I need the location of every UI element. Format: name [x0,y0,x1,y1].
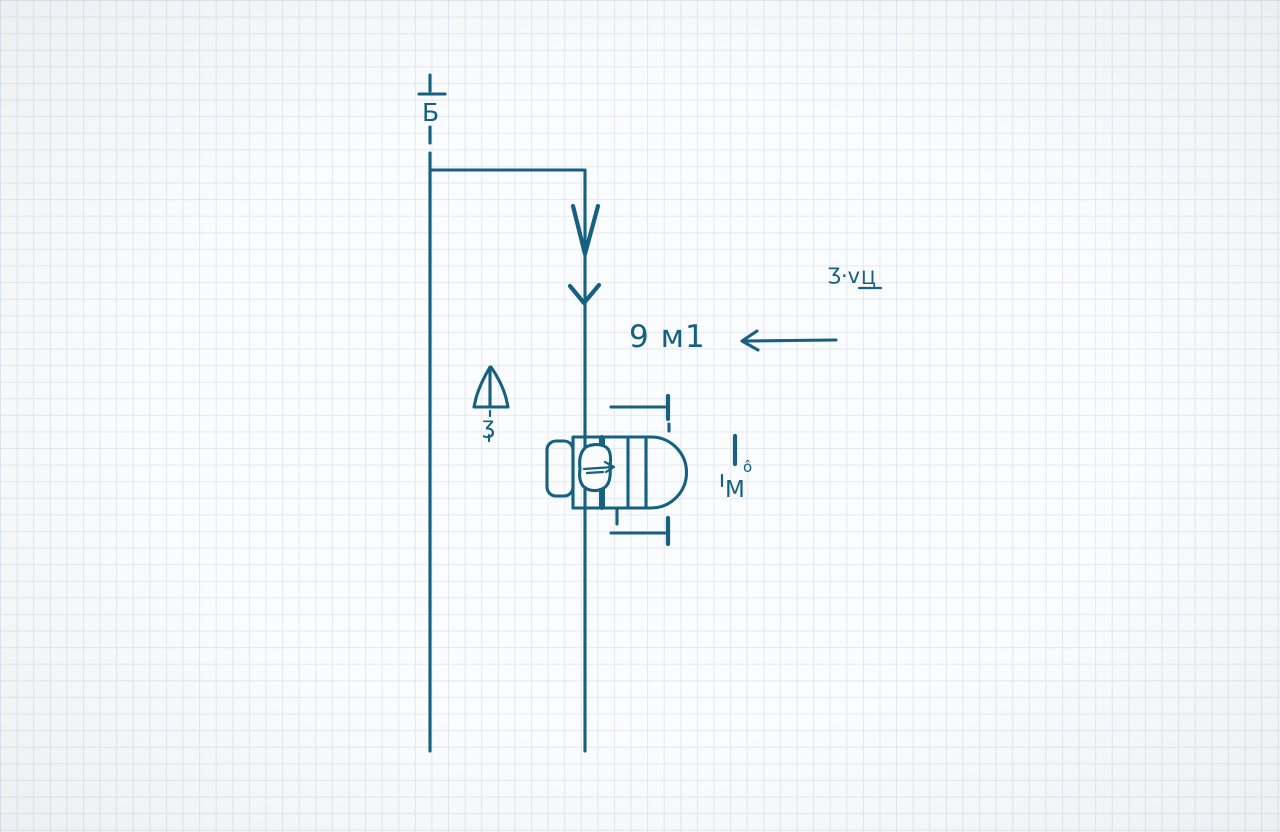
inertia-symbol: ô М [720,433,752,503]
flow-arrowhead-short [567,282,602,306]
section-marker: Б [417,73,447,145]
driver-arrow [582,460,616,475]
road-lines [428,151,587,753]
vehicle-top-view [545,435,688,510]
vehicle-body [571,435,688,510]
vehicle-rear-bumper [545,439,575,498]
distance-label: 9 м1 [629,319,706,355]
direction-arrow [740,329,838,352]
spring-squiggle: ʒ [482,409,495,443]
inertia-superscript: ô [743,458,752,476]
velocity-note: Ʒ·v Ц [827,264,883,290]
top-connector-and-right-road-line [428,168,587,753]
direction-arrowhead [740,329,760,352]
velocity-note-main: Ʒ·v [827,264,860,288]
dimension-bottom [609,506,671,547]
velocity-note-sub: Ц [861,267,876,289]
dimension-top [609,393,671,433]
driver-arrow-shaft-2 [585,470,605,475]
flow-arrows [567,203,602,306]
squiggle-glyph: ʒ [482,413,495,439]
sail-marker [472,365,510,409]
section-marker-label: Б [422,98,439,127]
flow-arrowhead-long [570,203,601,257]
inertia-subscript: М [725,477,745,503]
driver-arrow-shaft [582,465,615,471]
sail-outline [472,365,510,409]
direction-arrow-shaft [741,338,838,343]
driver-arrowhead [603,460,616,474]
